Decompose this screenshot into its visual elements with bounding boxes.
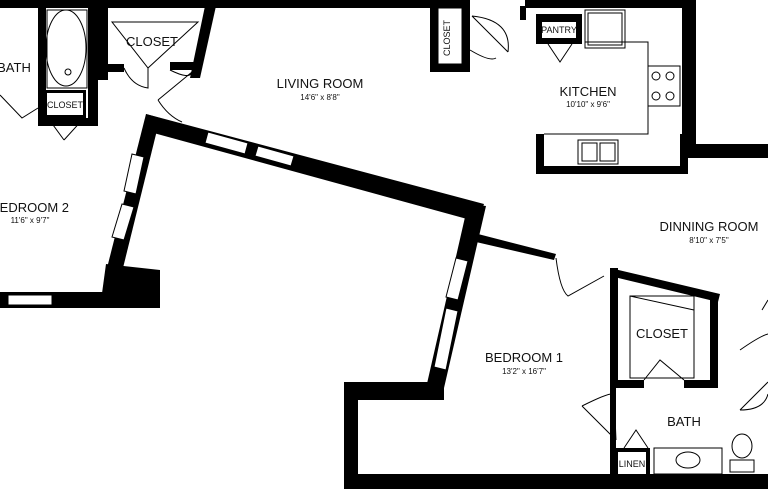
left-bath-block — [0, 0, 98, 141]
kitchen-sink — [577, 139, 619, 165]
closet-door-swing-top — [123, 67, 149, 89]
entry-door-swing — [471, 15, 509, 53]
window-bedroom1-2 — [433, 307, 459, 371]
bath-right-label: BATH — [667, 414, 701, 429]
window-living-2 — [254, 145, 295, 167]
bedroom2-dim: 11'6" x 9'7" — [11, 216, 50, 225]
right-closet-door — [643, 359, 685, 381]
vanity — [653, 447, 723, 475]
kitchen-dim: 10'10" x 9'6" — [566, 100, 610, 109]
window-bedroom2-bottom — [7, 294, 53, 306]
bath-door-swing-right — [581, 393, 617, 441]
bedroom1-dim: 13'2" x 16'7" — [502, 367, 546, 376]
closet-vertical-label: CLOSET — [442, 19, 452, 56]
top-wall — [0, 0, 695, 8]
window-bedroom1-1 — [445, 257, 469, 301]
linen-label: LINEN — [619, 459, 646, 469]
window-bedroom2-1 — [123, 153, 145, 195]
refrigerator — [584, 9, 626, 49]
window-bedroom2-2 — [111, 203, 135, 241]
dinning-room-dim: 8'10" x 7'5" — [689, 236, 729, 245]
dinning-room-name: DINNING ROOM — [660, 219, 759, 234]
closet-right-label: CLOSET — [636, 326, 688, 341]
pantry-label: PANTRY — [541, 25, 577, 35]
bedroom1-name: BEDROOM 1 — [485, 350, 563, 365]
labels: LIVING ROOM 14'6" x 8'8" KITCHEN 10'10" … — [0, 19, 758, 469]
toilet — [731, 433, 753, 459]
top-closet — [98, 0, 216, 123]
right-closet-bath — [581, 268, 768, 476]
bath-door-swing — [0, 94, 39, 119]
closet-door-swing — [47, 117, 85, 141]
bedroom1-door-swing — [555, 257, 605, 297]
living-room-name: LIVING ROOM — [277, 76, 364, 91]
window-living-1 — [204, 131, 249, 155]
living-door-swing — [157, 71, 193, 123]
entry-closet — [430, 0, 526, 72]
closet-small-label: CLOSET — [47, 100, 84, 110]
living-room-dim: 14'6" x 8'8" — [300, 93, 340, 102]
bedroom2-name: BEDROOM 2 — [0, 200, 69, 215]
closet-top-label: CLOSET — [126, 34, 178, 49]
pantry — [536, 14, 582, 63]
bath-left-label: BATH — [0, 60, 31, 75]
stove — [647, 65, 681, 107]
windows — [7, 131, 469, 371]
kitchen-block — [536, 0, 768, 174]
kitchen-name: KITCHEN — [559, 84, 616, 99]
